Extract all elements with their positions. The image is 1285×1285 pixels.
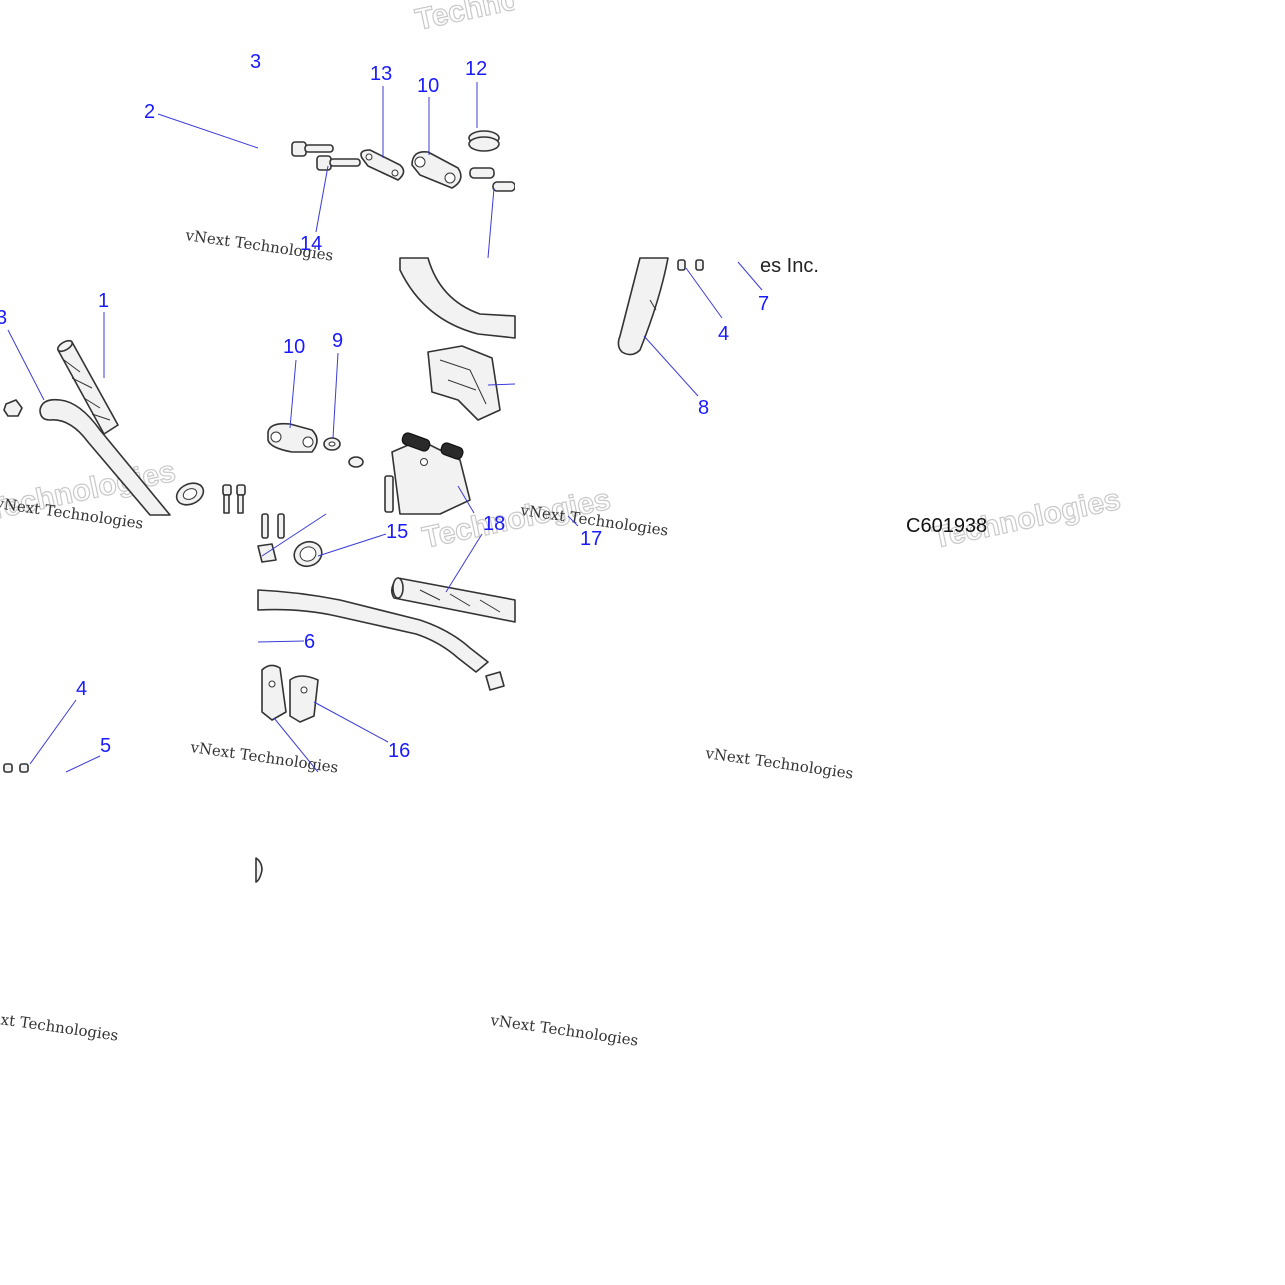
tile-center — [267, 257, 516, 515]
grip-icon — [56, 339, 119, 435]
clamp-icon — [175, 482, 205, 506]
nut-icon — [3, 399, 23, 417]
tile-right-top — [617, 257, 763, 397]
drawing-number: C601938 — [906, 515, 987, 537]
blank-tile — [0, 0, 257, 46]
handlebar-icon — [399, 257, 516, 339]
handlebar-icon — [257, 589, 489, 673]
bolt-icon — [236, 484, 246, 514]
handlebar-icon — [39, 398, 171, 516]
callout-4: 4 — [718, 323, 729, 345]
tile-top-middle: 3 — [157, 51, 516, 259]
callout-4b: 4 — [76, 678, 87, 700]
riser-icon — [427, 345, 501, 421]
spacer — [469, 167, 495, 179]
blank-tile — [515, 0, 1285, 257]
bolt-icon — [291, 141, 334, 157]
clamp-icon — [293, 540, 323, 568]
spacer — [492, 181, 516, 192]
callout-16: 16 — [388, 740, 410, 762]
bolt-icon — [222, 484, 232, 514]
tile-left-middle — [3, 312, 246, 516]
bolt-icon — [3, 763, 29, 773]
callout-14: 14 — [300, 233, 322, 255]
watermark-small: vNext Technologies — [0, 1006, 120, 1045]
washer-icon — [468, 130, 500, 152]
bolt-icon — [384, 475, 394, 513]
grip-icon — [390, 577, 516, 623]
bolt-icon — [695, 259, 704, 271]
tile-lower-left — [3, 699, 101, 773]
callout-3: 3 — [0, 307, 7, 329]
riser-icon — [261, 664, 319, 723]
callout-6: 6 — [304, 631, 315, 653]
partial-part — [255, 857, 263, 883]
callout-15: 15 — [386, 521, 408, 543]
callout-12: 12 — [465, 58, 487, 80]
callout-10: 10 — [417, 75, 439, 97]
callout-7: 7 — [758, 293, 769, 315]
bolt-icon — [261, 513, 285, 539]
bolt-icon — [316, 155, 361, 171]
callout-10b: 10 — [283, 336, 305, 358]
riser-icon — [391, 432, 471, 515]
svg-text:3: 3 — [250, 51, 261, 73]
tile-center-lower — [255, 513, 579, 883]
callout-17: 17 — [580, 528, 602, 550]
handlebar-icon — [617, 257, 669, 356]
bar-end-cap — [485, 671, 505, 691]
bolt-icon — [677, 259, 686, 271]
watermark-small: vNext Technologies — [488, 1011, 639, 1050]
watermark-inc-fragment: es Inc. — [760, 255, 819, 277]
callout-5: 5 — [100, 735, 111, 757]
callout-18: 18 — [483, 513, 505, 535]
callout-8: 8 — [698, 397, 709, 419]
callout-layer: 2 13 10 12 14 1 3 10 9 4 7 8 15 18 17 6 … — [0, 58, 769, 762]
callout-1: 1 — [98, 290, 109, 312]
callout-13: 13 — [370, 63, 392, 85]
watermark-small: vNext Technologies — [703, 744, 854, 783]
callout-2: 2 — [144, 101, 155, 123]
nut-icon — [348, 456, 364, 468]
callout-9: 9 — [332, 330, 343, 352]
washer-icon — [323, 437, 341, 451]
